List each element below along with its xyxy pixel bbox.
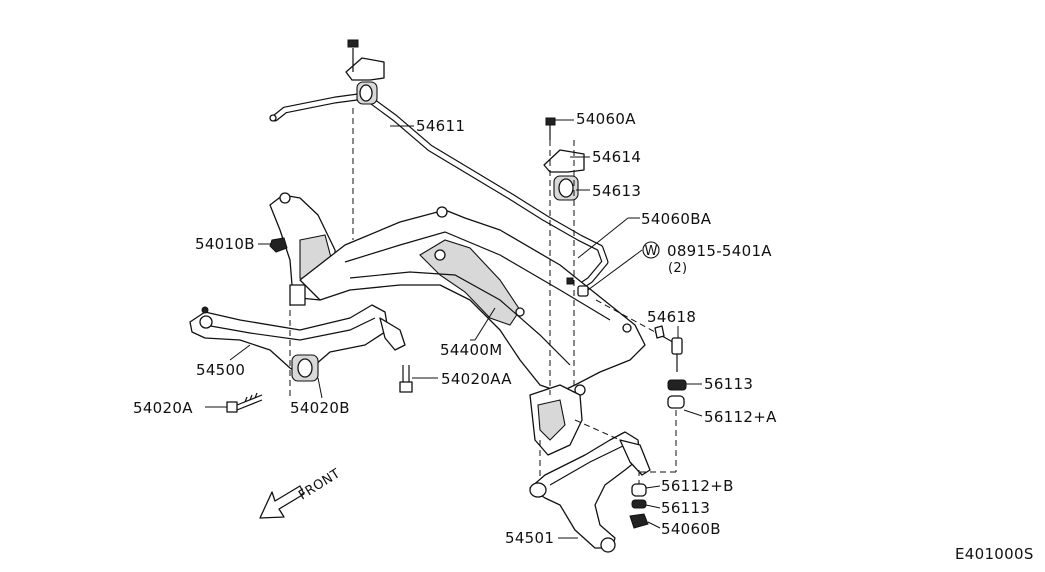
assembly-guide-lines — [289, 108, 677, 484]
bolt-54020aa-shape — [399, 365, 413, 393]
right-stabilizer-bushing — [543, 117, 585, 201]
label-54060ba: 54060BA — [641, 210, 712, 228]
label-54500: 54500 — [196, 361, 245, 379]
front-label: FRONT — [296, 466, 343, 503]
label-56113-upper: 56113 — [704, 375, 753, 393]
bolt-54020a-shape — [226, 392, 263, 413]
label-54010b: 54010B — [195, 235, 255, 253]
label-54501: 54501 — [505, 529, 554, 547]
label-56112-a: 56112+A — [704, 408, 777, 426]
label-54613: 54613 — [592, 182, 641, 200]
svg-text:W: W — [645, 244, 658, 259]
lower-link-parts — [629, 483, 649, 529]
bushing-56113-upper-shape — [667, 379, 687, 391]
label-54020b: 54020B — [290, 399, 350, 417]
label-54618: 54618 — [647, 308, 696, 326]
label-54020aa: 54020AA — [441, 370, 512, 388]
label-54611: 54611 — [416, 117, 465, 135]
nut-54010b-shape — [269, 237, 288, 253]
washer-symbol-w: W — [642, 241, 660, 259]
right-lower-arm — [529, 431, 651, 553]
label-56112-b: 56112+B — [661, 477, 734, 495]
bushing-56112a-shape — [667, 395, 685, 409]
diagram-code: E401000S — [955, 545, 1034, 563]
washer-08915-shape — [577, 285, 589, 297]
left-lower-arm — [189, 304, 406, 382]
label-56113-lower: 56113 — [661, 499, 710, 517]
label-54060a: 54060A — [576, 110, 636, 128]
front-crossmember — [269, 192, 646, 456]
label-54020a: 54020A — [133, 399, 193, 417]
left-stabilizer-bushing — [345, 39, 385, 105]
label-leaders — [205, 119, 703, 539]
label-54614: 54614 — [592, 148, 641, 166]
front-direction-arrow: FRONT — [259, 466, 343, 519]
stabilizer-link-rod — [654, 325, 683, 372]
bolt-54060ba-shape — [566, 277, 574, 285]
label-54060b: 54060B — [661, 520, 721, 538]
label-08915-qty: (2) — [668, 261, 687, 276]
label-54400m: 54400M — [440, 341, 502, 359]
label-08915-5401a: 08915-5401A — [667, 242, 772, 260]
